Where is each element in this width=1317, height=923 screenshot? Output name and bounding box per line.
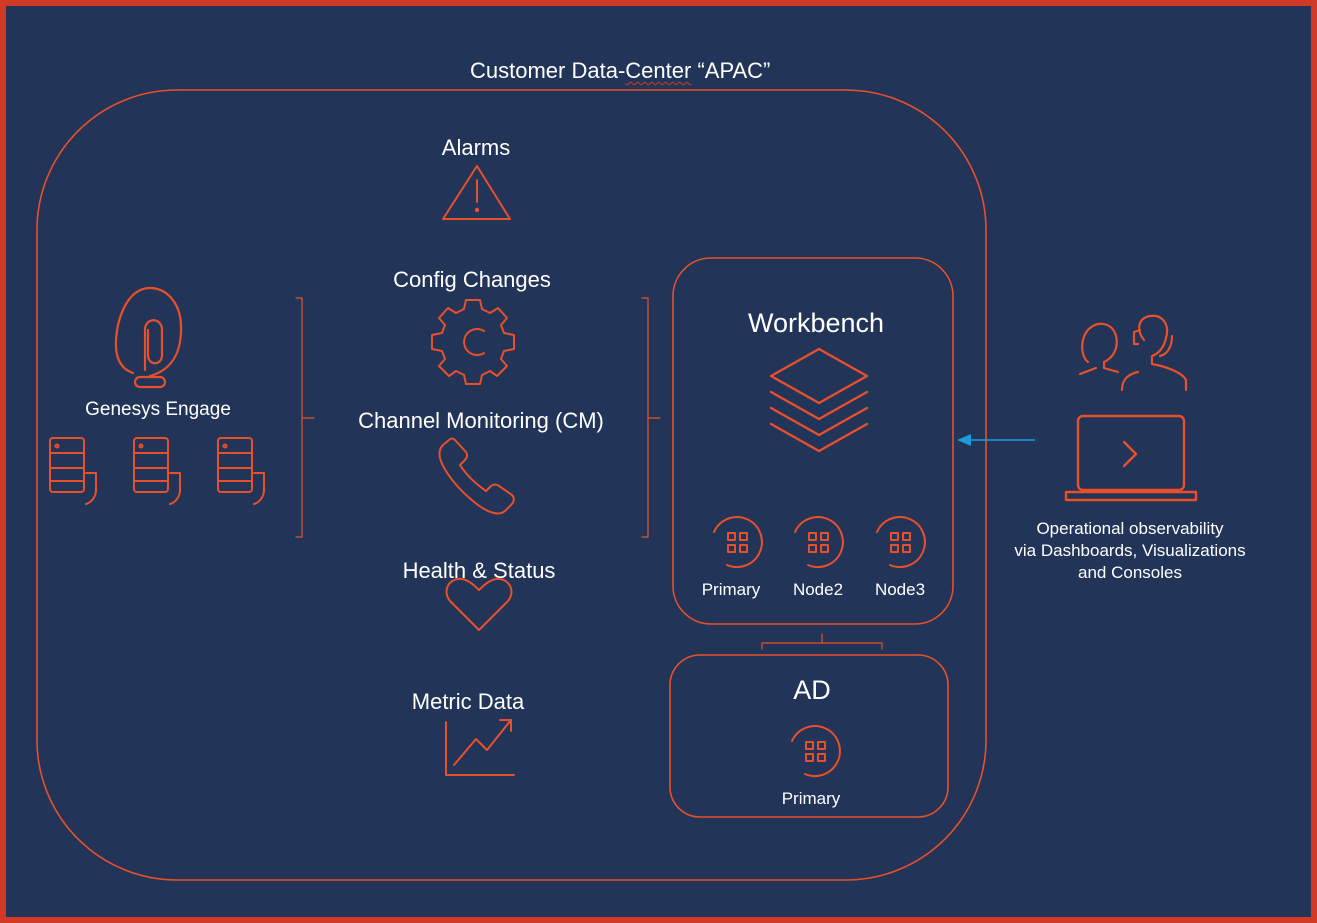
- workbench-node-label: Node2: [792, 580, 844, 599]
- ad-node-label: Primary: [781, 789, 841, 808]
- observability-line: and Consoles: [1078, 563, 1182, 582]
- observability-line: via Dashboards, Visualizations: [1014, 541, 1246, 560]
- label-config-changes: Config Changes: [393, 267, 551, 292]
- workbench-title: Workbench: [747, 308, 885, 338]
- label-channel-monitoring: Channel Monitoring (CM): [358, 408, 604, 433]
- workbench-node-label: Node3: [874, 580, 926, 599]
- label-genesys-engage: Genesys Engage: [85, 399, 231, 420]
- datacenter-title: Customer Data-Center “APAC”: [470, 58, 771, 83]
- workbench-node-label: Primary: [701, 580, 761, 599]
- observability-caption: Operational observability via Dashboards…: [1014, 518, 1245, 584]
- label-health-status: Health & Status: [402, 558, 556, 583]
- observability-line: Operational observability: [1036, 519, 1224, 538]
- label-alarms: Alarms: [441, 135, 511, 160]
- label-metric-data: Metric Data: [411, 689, 525, 714]
- ad-title: AD: [793, 675, 831, 705]
